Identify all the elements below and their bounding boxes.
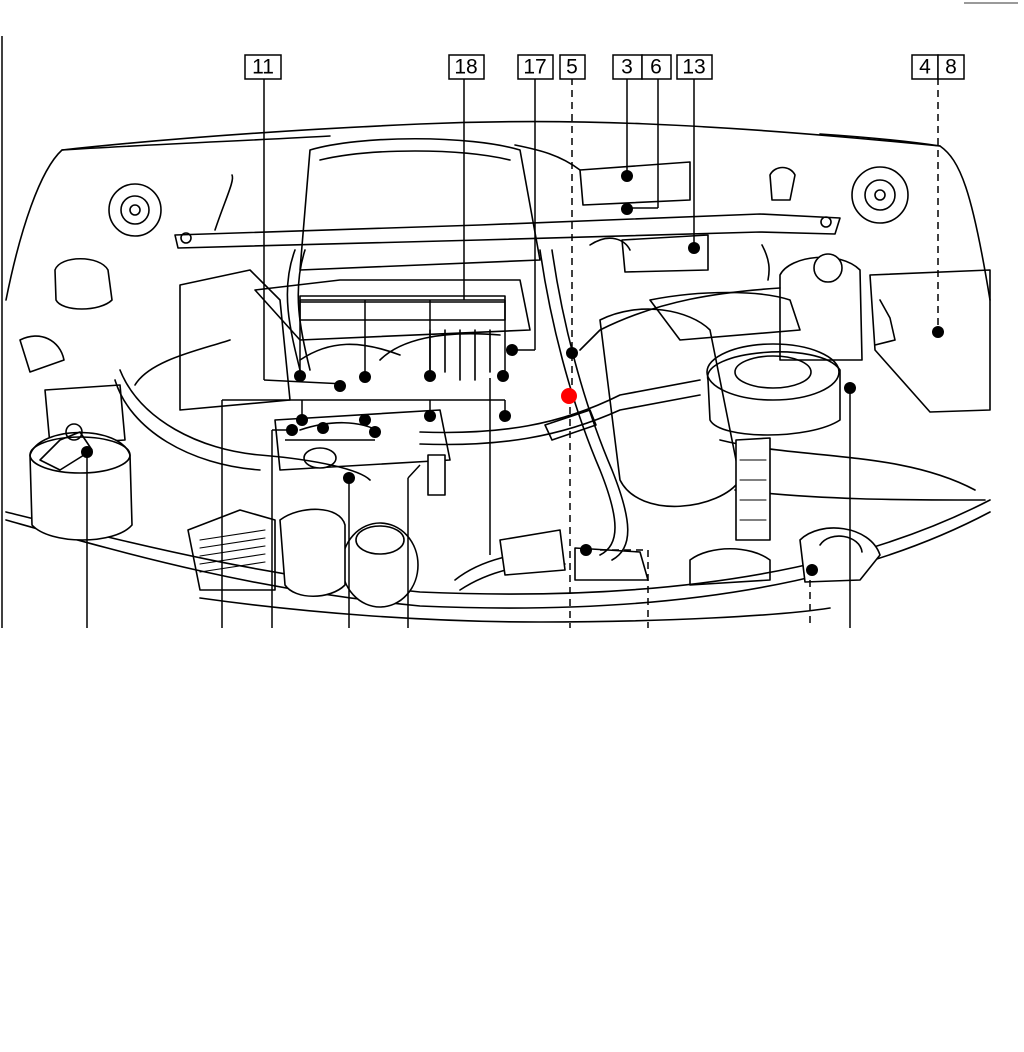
connector-dot (359, 414, 371, 426)
callout-11-label: 11 (252, 56, 274, 79)
connector-dot (844, 382, 856, 394)
callout-5-label: 5 (566, 56, 578, 79)
connector-dot (806, 564, 818, 576)
callout-5: 5 (559, 54, 586, 80)
connector-dot (580, 544, 592, 556)
callout-6-label: 6 (650, 56, 662, 79)
connector-dot (334, 380, 346, 392)
connector-dot (81, 446, 93, 458)
connector-dot (424, 410, 436, 422)
connector-dot (424, 370, 436, 382)
callout-13-label: 13 (682, 56, 705, 79)
connector-dot (497, 370, 509, 382)
connector-dots (81, 170, 944, 576)
connector-dot (317, 422, 329, 434)
callout-18-label: 18 (454, 56, 477, 79)
highlight-dot (561, 388, 577, 404)
callout-17-label: 17 (523, 56, 546, 79)
callout-17: 17 (517, 54, 554, 80)
callout-4-label: 4 (919, 56, 931, 79)
connector-dot (688, 242, 700, 254)
connector-dot (359, 371, 371, 383)
callout-6: 6 (641, 54, 672, 80)
connector-dot (932, 326, 944, 338)
callout-3-label: 3 (621, 56, 633, 79)
callout-11: 11 (244, 54, 282, 80)
callout-labels: 11 18 17 5 3 6 13 4 (244, 54, 965, 80)
connector-dot (294, 370, 306, 382)
callout-8: 8 (937, 54, 965, 80)
callout-13: 13 (676, 54, 713, 80)
engine-bay-artwork (5, 120, 991, 623)
connector-dot (566, 347, 578, 359)
leader-lines (86, 78, 939, 628)
connector-dot (621, 170, 633, 182)
connector-dot (506, 344, 518, 356)
connector-dot (369, 426, 381, 438)
callout-3: 3 (612, 54, 643, 80)
connector-dot (621, 203, 633, 215)
connector-dot (296, 414, 308, 426)
callout-4: 4 (911, 54, 939, 80)
connector-dot (286, 424, 298, 436)
connector-dot (499, 410, 511, 422)
callout-18: 18 (448, 54, 485, 80)
connector-dot (343, 472, 355, 484)
callout-8-label: 8 (945, 56, 957, 79)
